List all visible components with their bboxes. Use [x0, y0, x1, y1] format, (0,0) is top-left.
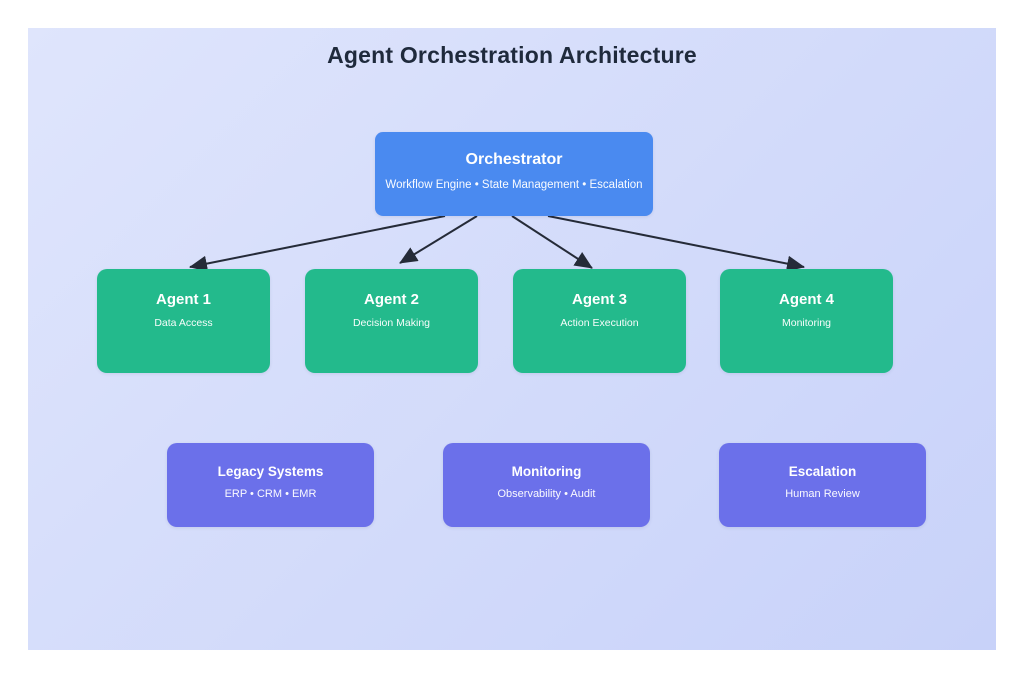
node-escalation-title: Escalation: [788, 464, 857, 479]
node-escalation-subtitle: Human Review: [785, 488, 860, 500]
node-escalation: Escalation Human Review: [719, 443, 926, 527]
node-legacy-systems-title: Legacy Systems: [217, 464, 324, 479]
node-orchestrator-subtitle: Workflow Engine • State Management • Esc…: [385, 179, 643, 191]
node-agent-1-title: Agent 1: [155, 291, 211, 308]
node-legacy-systems-subtitle: ERP • CRM • EMR: [224, 488, 317, 500]
node-agent-1: Agent 1 Data Access: [97, 269, 270, 373]
node-agent-2: Agent 2 Decision Making: [305, 269, 478, 373]
node-agent-2-title: Agent 2: [363, 291, 419, 308]
node-agent-4-subtitle: Monitoring: [781, 317, 832, 329]
node-agent-2-subtitle: Decision Making: [352, 317, 431, 329]
node-agent-3-title: Agent 3: [571, 291, 627, 308]
node-monitoring: Monitoring Observability • Audit: [443, 443, 650, 527]
node-orchestrator-title: Orchestrator: [465, 151, 563, 168]
node-agent-3-subtitle: Action Execution: [560, 317, 639, 329]
node-agent-1-subtitle: Data Access: [154, 317, 213, 329]
node-agent-3: Agent 3 Action Execution: [513, 269, 686, 373]
node-monitoring-title: Monitoring: [511, 464, 582, 479]
diagram-title: Agent Orchestration Architecture: [327, 42, 697, 68]
node-orchestrator: Orchestrator Workflow Engine • State Man…: [375, 132, 653, 216]
node-monitoring-subtitle: Observability • Audit: [497, 488, 596, 500]
node-agent-4-title: Agent 4: [778, 291, 834, 308]
node-legacy-systems: Legacy Systems ERP • CRM • EMR: [167, 443, 374, 527]
node-agent-4: Agent 4 Monitoring: [720, 269, 893, 373]
